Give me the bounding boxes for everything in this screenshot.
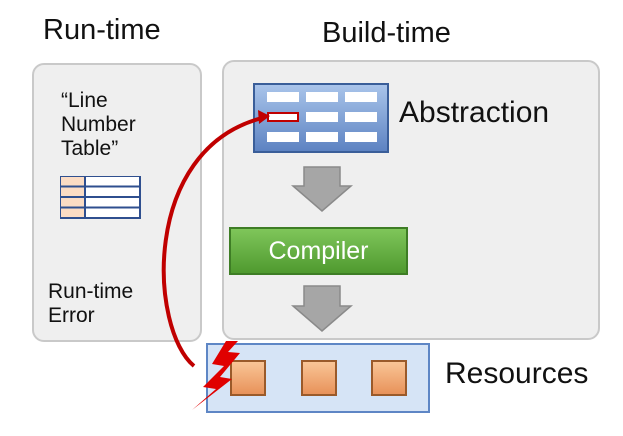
lightning-bolt-icon	[192, 341, 240, 410]
runtime-heading: Run-time	[43, 14, 161, 46]
runtime-error-line-1: Run-time	[48, 280, 134, 303]
table-icon	[60, 176, 141, 219]
curved-arrow-head-icon	[258, 110, 270, 124]
down-arrow-icon	[290, 285, 354, 332]
line-number-table-line-3: Table”	[61, 137, 119, 160]
resource-block-2	[301, 360, 337, 396]
runtime-error-line-2: Error	[48, 304, 95, 327]
line-number-table-line-2: Number	[61, 113, 136, 136]
curved-arrow-icon	[161, 116, 263, 368]
down-arrow-icon	[290, 166, 354, 212]
runtime-error-label: Run-time Error	[48, 280, 133, 328]
line-number-table-line-1: “Line	[61, 89, 108, 112]
abstraction-label: Abstraction	[399, 96, 550, 129]
buildtime-heading: Build-time	[322, 17, 451, 49]
compiler-label: Compiler	[268, 236, 369, 265]
line-number-table-label: “Line Number Table”	[61, 89, 136, 161]
abstraction-table	[253, 83, 389, 153]
resources-bar	[206, 343, 430, 413]
compiler-box: Compiler	[229, 227, 408, 275]
resource-block-3	[371, 360, 407, 396]
resources-label: Resources	[445, 357, 589, 390]
resource-block-1	[230, 360, 266, 396]
